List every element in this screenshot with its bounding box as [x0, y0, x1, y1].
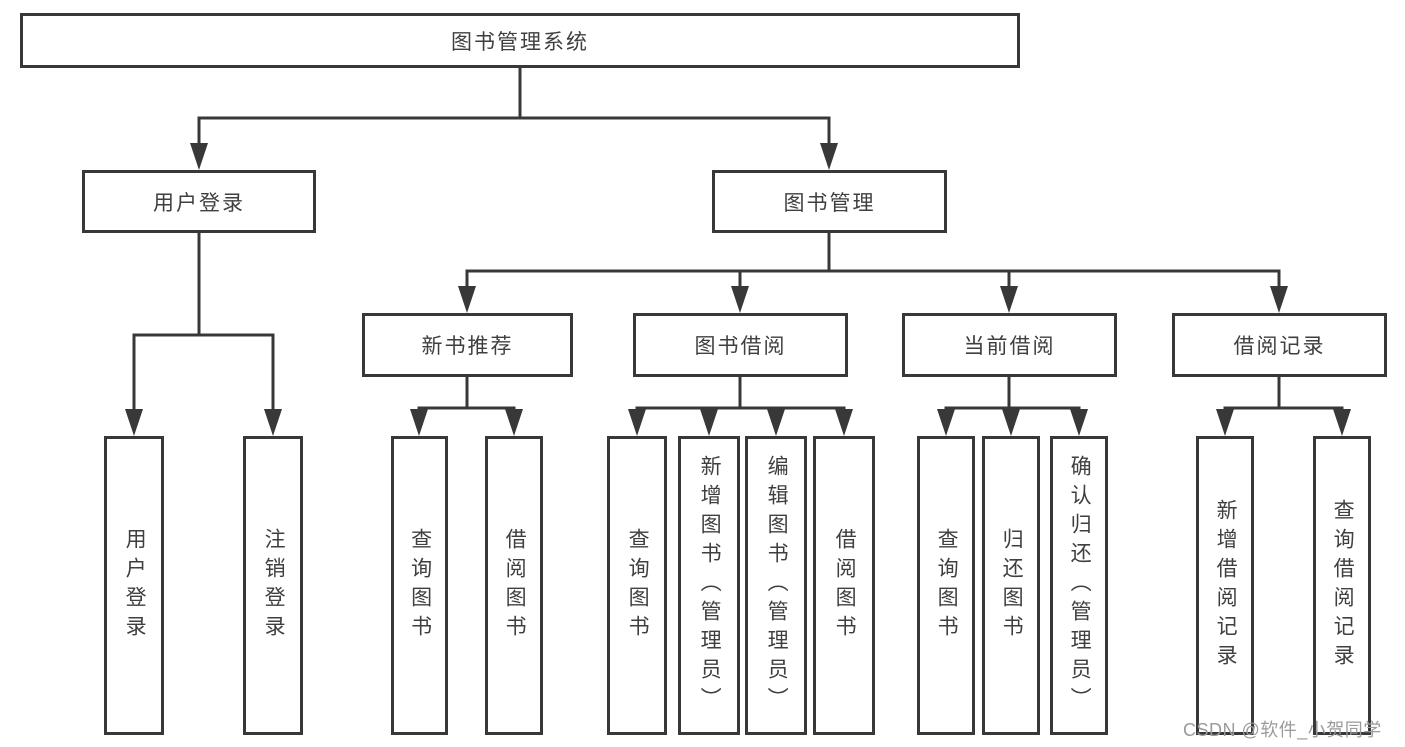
node-user-login: 用户登录 — [82, 170, 316, 233]
node-library-management-system: 图书管理系统 — [20, 13, 1020, 68]
leaf-user-login: 用户登录 — [104, 436, 164, 735]
node-current-borrowing: 当前借阅 — [902, 313, 1117, 377]
leaf-borrow-books-2: 借阅图书 — [813, 436, 875, 735]
leaf-query-books-3: 查询图书 — [917, 436, 975, 735]
leaf-borrow-books-1: 借阅图书 — [485, 436, 543, 735]
leaf-edit-book-admin: 编辑图书（管理员） — [745, 436, 807, 735]
leaf-query-books-1: 查询图书 — [391, 436, 448, 735]
leaf-return-books: 归还图书 — [982, 436, 1040, 735]
node-borrowing-records: 借阅记录 — [1172, 313, 1387, 377]
leaf-query-borrow-record: 查询借阅记录 — [1313, 436, 1371, 735]
leaf-query-books-2: 查询图书 — [607, 436, 667, 735]
leaf-add-borrow-record: 新增借阅记录 — [1196, 436, 1254, 735]
leaf-add-book-admin: 新增图书（管理员） — [678, 436, 740, 735]
leaf-logout: 注销登录 — [243, 436, 303, 735]
node-book-borrowing: 图书借阅 — [633, 313, 848, 377]
node-new-book-recommendation: 新书推荐 — [362, 313, 573, 377]
leaf-confirm-return-admin: 确认归还（管理员） — [1050, 436, 1108, 735]
node-book-management: 图书管理 — [712, 170, 947, 233]
csdn-watermark: CSDN @软件_小贺同学 — [1183, 720, 1382, 740]
